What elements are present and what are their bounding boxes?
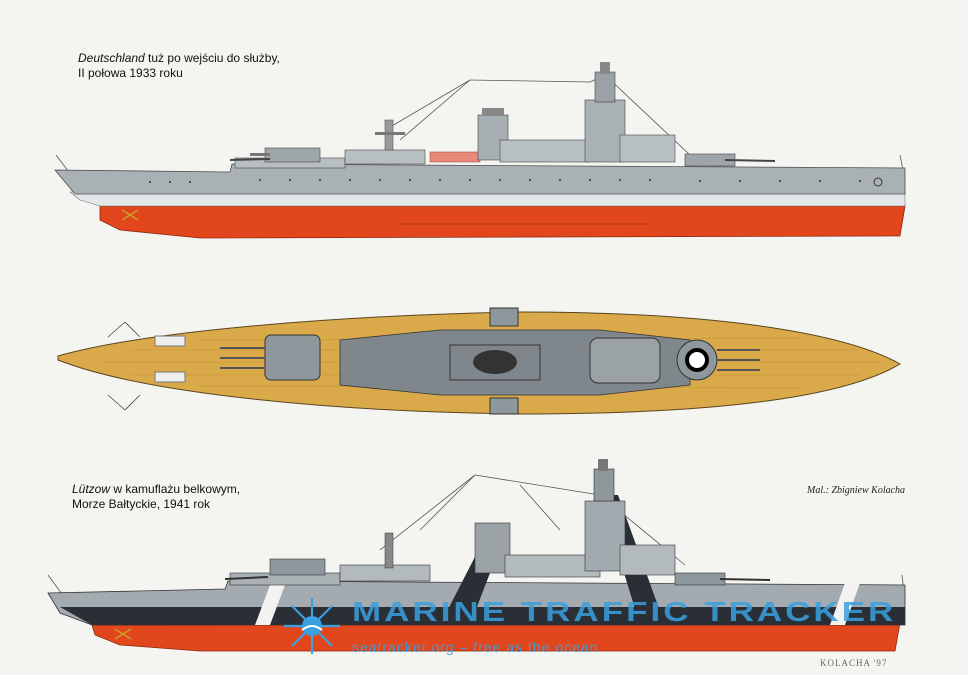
caption-deutschland: Deutschland tuż po wejściu do służby, II…	[78, 51, 280, 81]
caption-lutzow: Lützow w kamuflażu belkowym, Morze Bałty…	[72, 482, 240, 512]
caption-ship-name: Deutschland	[78, 51, 145, 65]
artist-credit: Mal.: Zbigniew Kolacha	[807, 485, 906, 496]
deutschland-plan-view-illustration	[57, 307, 901, 415]
watermark-title: MARINE TRAFFIC TRACKER	[352, 596, 897, 628]
caption-ship-name: Lützow	[72, 482, 111, 496]
artist-signature: KOLACHA '97	[820, 658, 888, 668]
caption-line1: w kamuflażu belkowym,	[110, 482, 241, 496]
caption-line1: tuż po wejściu do służby,	[144, 51, 280, 65]
caption-line2: Morze Bałtyckie, 1941 rok	[72, 497, 211, 511]
watermark-logo-icon	[284, 598, 340, 654]
lutzow-profile-illustration	[47, 459, 906, 652]
caption-line2: II połowa 1933 roku	[78, 66, 183, 80]
watermark-tagline: seatracker.org – free as the ocean	[352, 639, 599, 655]
deutschland-profile-illustration	[54, 62, 906, 239]
